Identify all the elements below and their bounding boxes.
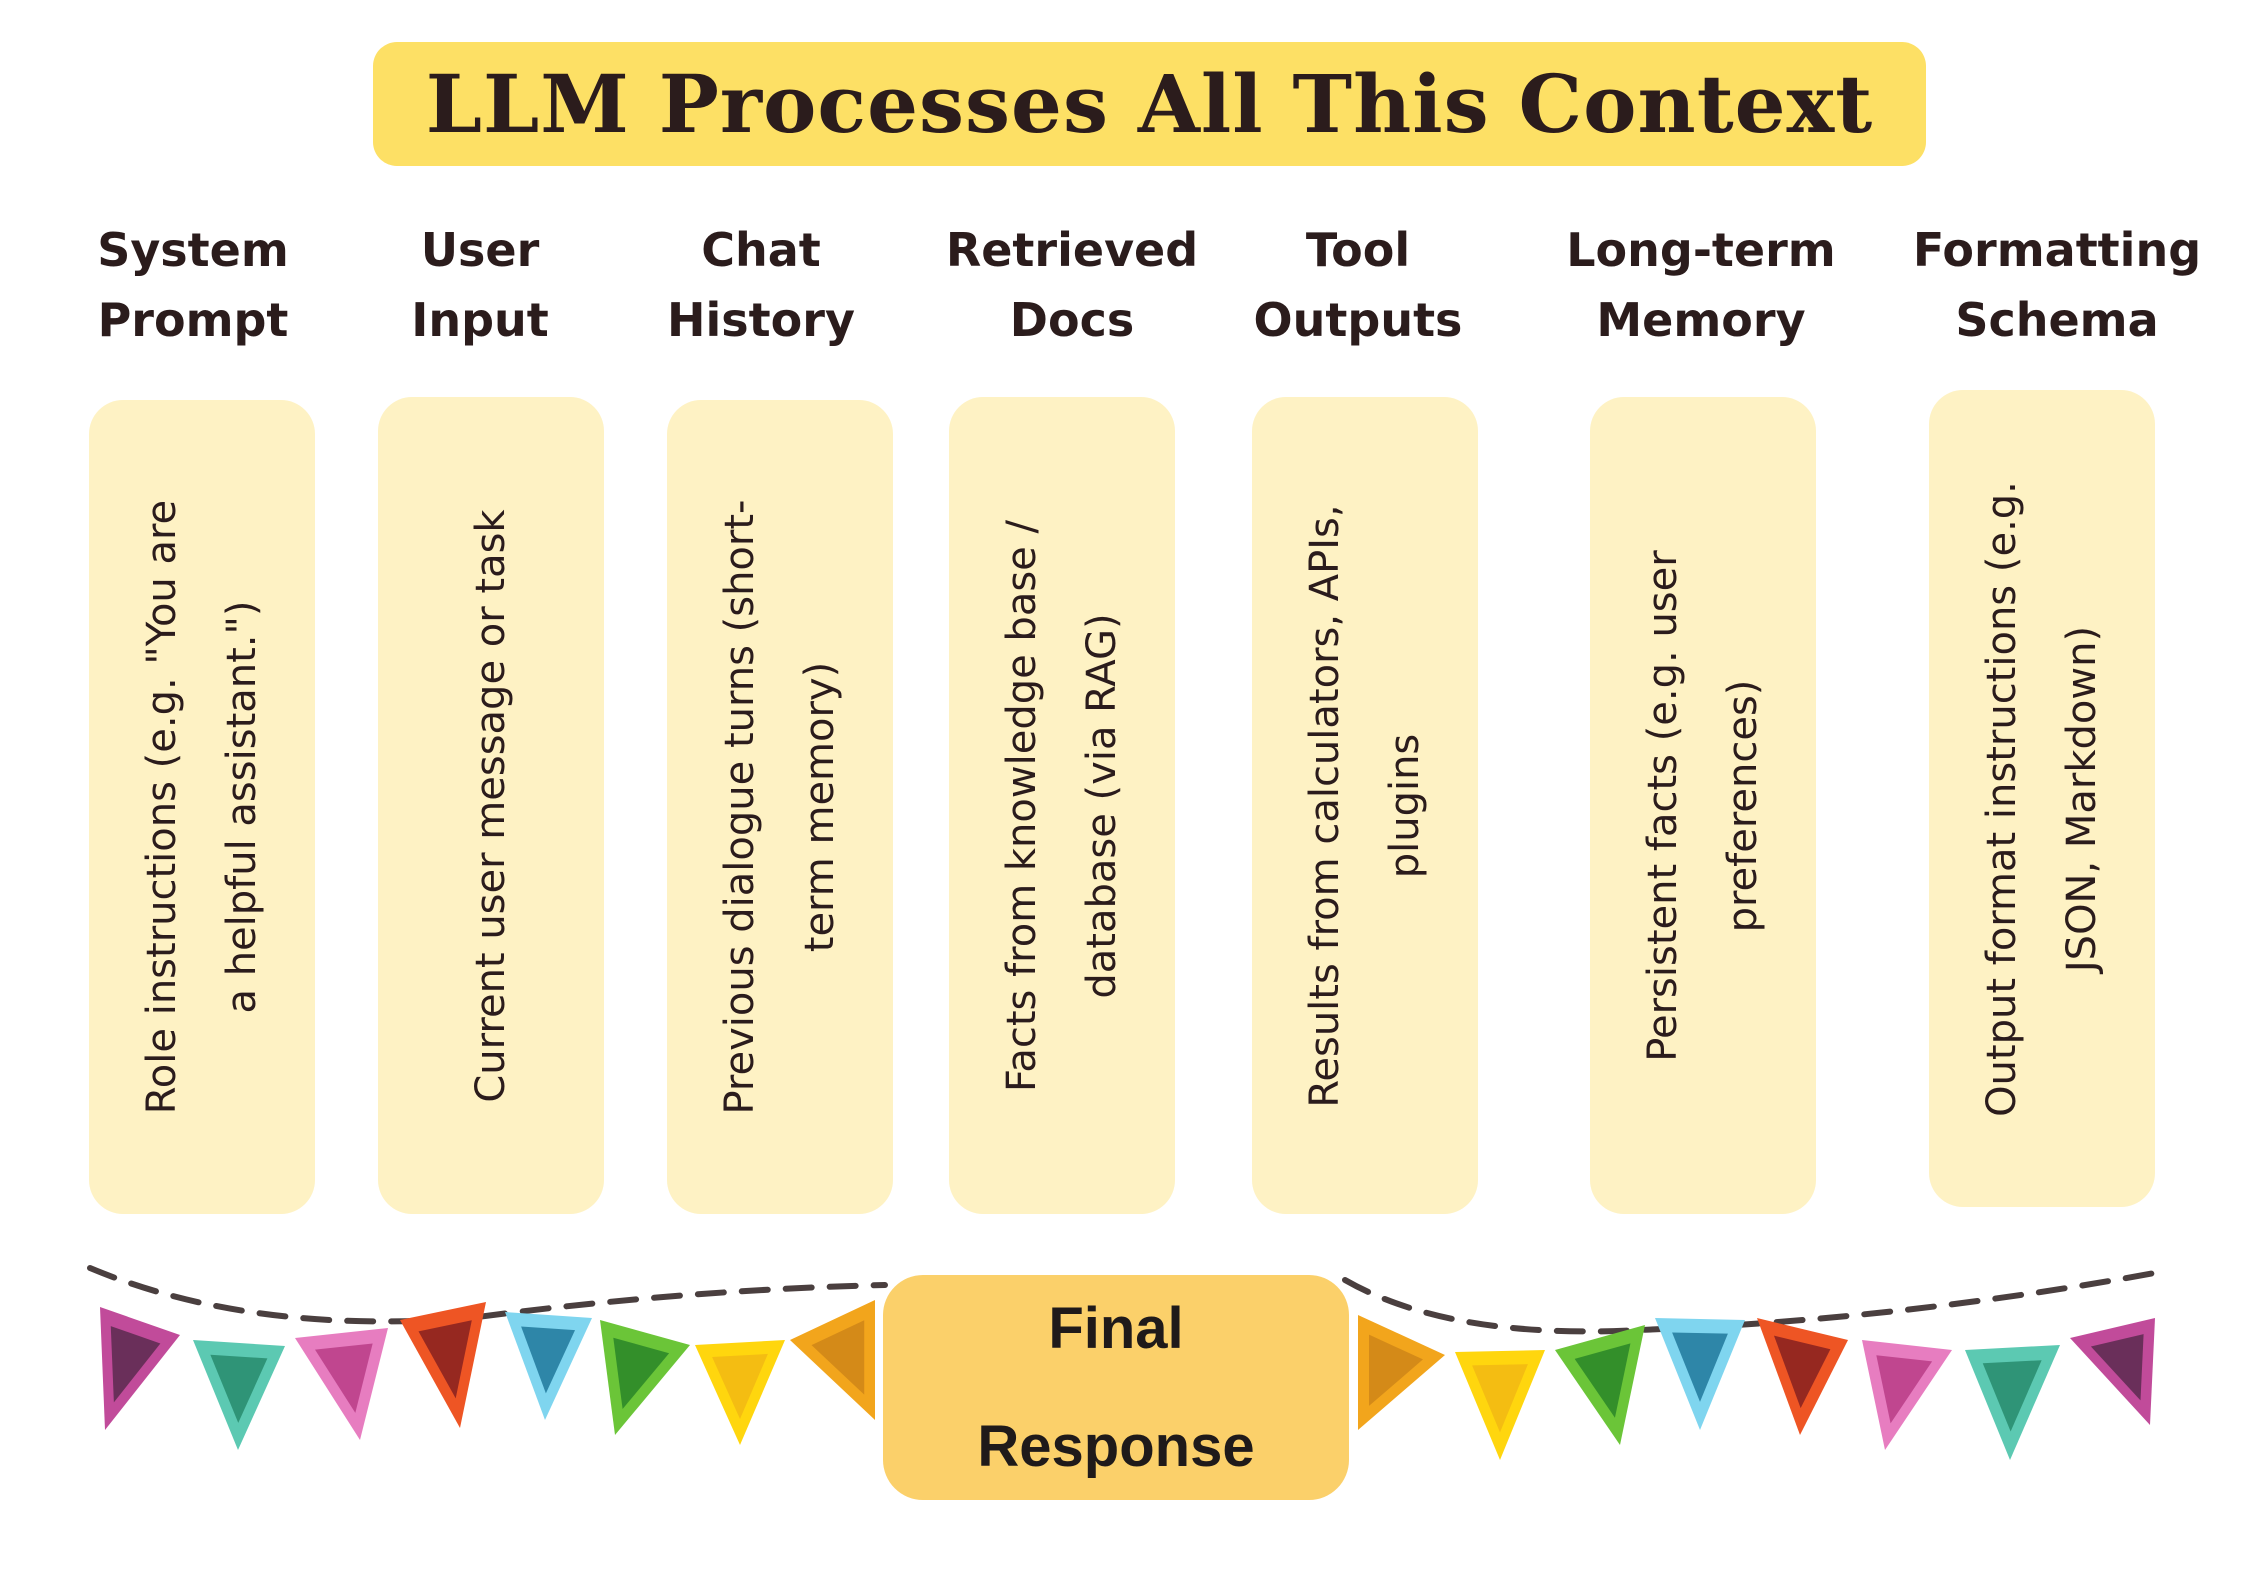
pennant-flag-inner [521, 1326, 576, 1394]
heading-line: User [420, 223, 540, 277]
heading-retrieved-docs: Retrieved Docs [912, 215, 1232, 355]
heading-line: Memory [1596, 293, 1806, 347]
pennant-flag-inner [418, 1320, 472, 1399]
pennant-flag-inner [1672, 1332, 1728, 1402]
heading-line: Retrieved [945, 223, 1199, 277]
final-response-line: Response [977, 1413, 1255, 1479]
card-retrieved-docs: Facts from knowledge base / database (vi… [949, 397, 1175, 1214]
heading-line: System [97, 223, 289, 277]
pennant-flag [2070, 1318, 2155, 1425]
heading-line: Long-term [1566, 223, 1836, 277]
pennant-flag-inner [613, 1337, 670, 1410]
heading-long-term-memory: Long-term Memory [1541, 215, 1861, 355]
heading-line: Chat [701, 223, 821, 277]
heading-line: Formatting [1912, 223, 2202, 277]
heading-line: Docs [1009, 293, 1135, 347]
heading-line: Tool [1305, 223, 1411, 277]
heading-line: Prompt [97, 293, 289, 347]
pennant-flag-inner [811, 1320, 865, 1395]
card-formatting-schema: Output format instructions (e.g. JSON, M… [1929, 390, 2155, 1207]
final-response-line: Final [1048, 1295, 1184, 1361]
bunting-string-right [1342, 1269, 2163, 1335]
card-chat-history: Previous dialogue turns (short-term memo… [667, 400, 893, 1214]
heading-line: Input [411, 293, 549, 347]
card-system-prompt: Role instructions (e.g. "You are a helpf… [89, 400, 315, 1214]
card-tool-outputs: Results from calculators, APIs, plugins [1252, 397, 1478, 1214]
diagram-title: LLM Processes All This Context [425, 57, 1874, 151]
title-banner: LLM Processes All This Context [373, 42, 1926, 166]
heading-formatting-schema: Formatting Schema [1897, 215, 2217, 355]
pennant-flag-inner [1369, 1334, 1423, 1406]
card-user-input: Current user message or task [378, 397, 604, 1214]
heading-tool-outputs: Tool Outputs [1198, 215, 1518, 355]
heading-system-prompt: System Prompt [33, 215, 353, 355]
heading-line: Outputs [1253, 293, 1463, 347]
pennant-flag-inner [210, 1354, 268, 1423]
heading-line: History [667, 293, 855, 347]
heading-user-input: User Input [320, 215, 640, 355]
bunting-string-left [87, 1265, 888, 1325]
final-response-box: Final Response [883, 1275, 1349, 1500]
pennant-flag-inner [1982, 1360, 2042, 1432]
heading-line: Schema [1955, 293, 2159, 347]
pennant-flag-inner [315, 1343, 373, 1413]
pennant-flag-inner [712, 1353, 768, 1420]
pennant-flag-inner [1574, 1343, 1631, 1418]
heading-chat-history: Chat History [601, 215, 921, 355]
pennant-flag-inner [110, 1326, 161, 1403]
pennant-flag-inner [1773, 1335, 1831, 1409]
pennant-flag-inner [1876, 1355, 1933, 1424]
card-long-term-memory: Persistent facts (e.g. user preferences) [1590, 397, 1816, 1214]
pennant-flag-inner [2090, 1334, 2144, 1401]
pennant-flag-inner [1472, 1364, 1528, 1433]
